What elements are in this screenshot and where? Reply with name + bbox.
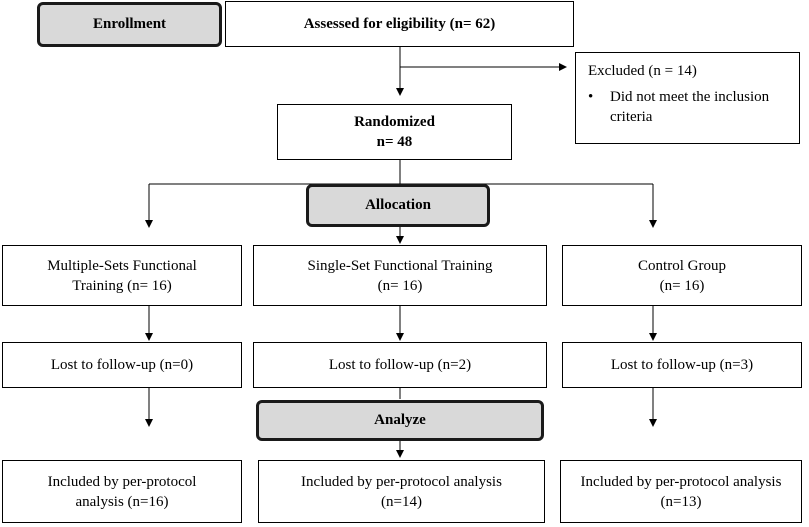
randomized-label: Randomized (354, 114, 435, 130)
group-1-lost-text: Lost to follow-up (n=0) (50, 357, 194, 373)
enrollment-stage-label: Enrollment (37, 2, 222, 47)
group-2-allocation-line2: (n= 16) (377, 277, 423, 294)
group-2-lost-text: Lost to follow-up (n=2) (328, 357, 472, 373)
group-1-analysis-box: Included by per-protocol analysis (n=16) (2, 460, 242, 523)
group-3-allocation-box: Control Group (n= 16) (562, 245, 802, 306)
group-1-analysis-line2: analysis (n=16) (75, 493, 169, 510)
group-1-analysis-line1: Included by per-protocol (47, 473, 197, 490)
group-2-analysis-box: Included by per-protocol analysis (n=14) (258, 460, 545, 523)
group-2-analysis-line1: Included by per-protocol analysis (301, 473, 502, 490)
excluded-reason: Did not meet the inclusion criteria (610, 89, 770, 125)
analyze-stage-label: Analyze (256, 400, 544, 441)
excluded-reason-row: • Did not meet the inclusion criteria (588, 87, 796, 127)
excluded-box: Excluded (n = 14) • Did not meet the inc… (575, 52, 800, 144)
group-3-allocation-line1: Control Group (638, 257, 726, 274)
randomized-box: Randomized n= 48 (277, 104, 512, 160)
group-3-lost-text: Lost to follow-up (n=3) (610, 357, 754, 373)
group-1-allocation-line1: Multiple-Sets Functional (47, 257, 197, 274)
group-2-allocation-line1: Single-Set Functional Training (307, 257, 493, 274)
group-3-analysis-line2: (n=13) (660, 493, 702, 510)
excluded-title: Excluded (n = 14) (588, 63, 697, 79)
group-3-allocation-line2: (n= 16) (659, 277, 705, 294)
group-2-lost-box: Lost to follow-up (n=2) (253, 342, 547, 388)
randomized-count: n= 48 (376, 134, 413, 150)
group-1-allocation-box: Multiple-Sets Functional Training (n= 16… (2, 245, 242, 306)
group-2-allocation-box: Single-Set Functional Training (n= 16) (253, 245, 547, 306)
allocation-stage-label: Allocation (306, 184, 490, 227)
assessed-box: Assessed for eligibility (n= 62) (225, 1, 574, 47)
bullet-icon: • (588, 89, 594, 105)
group-2-analysis-line2: (n=14) (381, 493, 422, 510)
group-1-lost-box: Lost to follow-up (n=0) (2, 342, 242, 388)
assessed-text: Assessed for eligibility (n= 62) (303, 16, 496, 32)
group-3-analysis-line1: Included by per-protocol analysis (580, 473, 782, 490)
group-3-lost-box: Lost to follow-up (n=3) (562, 342, 802, 388)
group-1-allocation-line2: Training (n= 16) (72, 277, 172, 294)
group-3-analysis-box: Included by per-protocol analysis (n=13) (560, 460, 802, 523)
